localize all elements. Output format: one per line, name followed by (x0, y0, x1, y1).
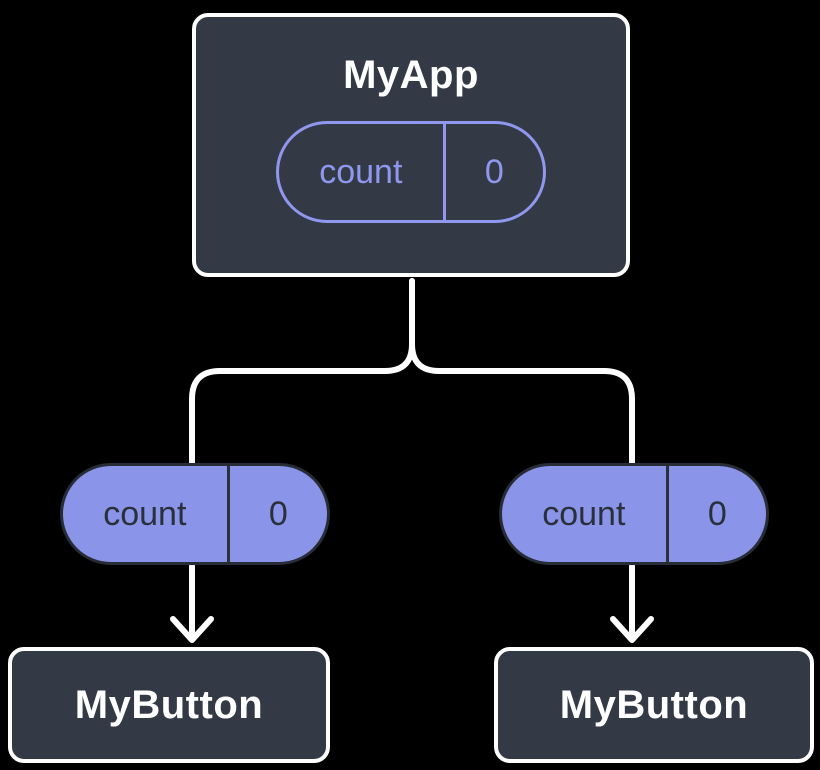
prop-pill-left: count 0 (60, 463, 330, 565)
prop-pill-right: count 0 (499, 463, 769, 565)
child-component-node-left: MyButton (8, 647, 330, 763)
arrow-down-left-head-icon (170, 616, 214, 643)
child-node-left-title: MyButton (74, 683, 264, 727)
prop-pill-left-value: 0 (226, 466, 327, 562)
root-node-title: MyApp (343, 53, 479, 97)
child-node-right-title: MyButton (559, 683, 749, 727)
state-pill-label: count (319, 153, 403, 191)
prop-pill-right-label: count (542, 495, 626, 533)
branch-left-line (189, 278, 415, 467)
branch-right-line (409, 278, 635, 467)
state-pill-value: 0 (442, 124, 543, 220)
child-component-node-right: MyButton (494, 647, 814, 763)
prop-pill-left-label: count (103, 495, 187, 533)
prop-pill-right-value: 0 (665, 466, 766, 562)
state-pill: count 0 (276, 121, 546, 223)
arrow-down-right-head-icon (610, 616, 654, 643)
root-component-node: MyApp count 0 (192, 13, 630, 277)
